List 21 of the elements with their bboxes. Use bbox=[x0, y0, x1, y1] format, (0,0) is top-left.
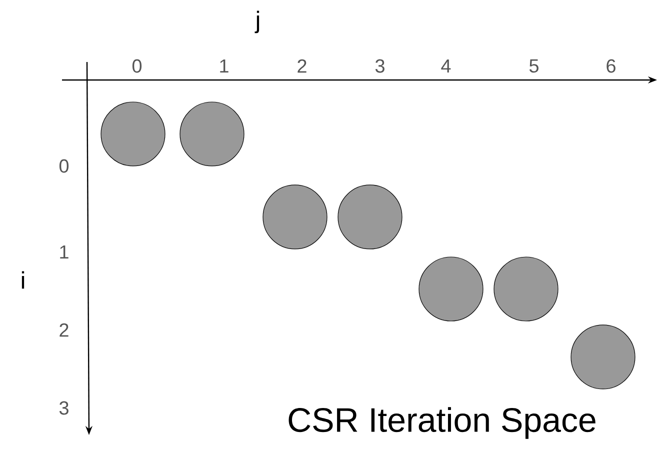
circle bbox=[100, 102, 166, 166]
tick-label: 2 bbox=[60, 323, 68, 337]
circle bbox=[418, 256, 484, 322]
axis-label: i bbox=[22, 271, 24, 289]
tick-label: 1 bbox=[60, 245, 68, 259]
tick-label: 3 bbox=[375, 59, 384, 73]
caption: CSR Iteration Space bbox=[288, 407, 596, 439]
circle bbox=[570, 324, 636, 390]
circle bbox=[180, 102, 244, 166]
axis-label: j bbox=[254, 10, 260, 34]
tick-label: 4 bbox=[441, 59, 451, 73]
circle bbox=[262, 184, 328, 250]
tick-label: 2 bbox=[298, 59, 306, 73]
tick-label: 6 bbox=[606, 59, 616, 73]
tick-label: 0 bbox=[59, 159, 69, 173]
circle bbox=[338, 184, 402, 250]
circle bbox=[494, 256, 558, 322]
tick-label: 0 bbox=[132, 59, 142, 73]
tick-label: 3 bbox=[59, 401, 68, 415]
tick-label: 1 bbox=[220, 59, 228, 73]
tick-label: 5 bbox=[529, 59, 538, 73]
